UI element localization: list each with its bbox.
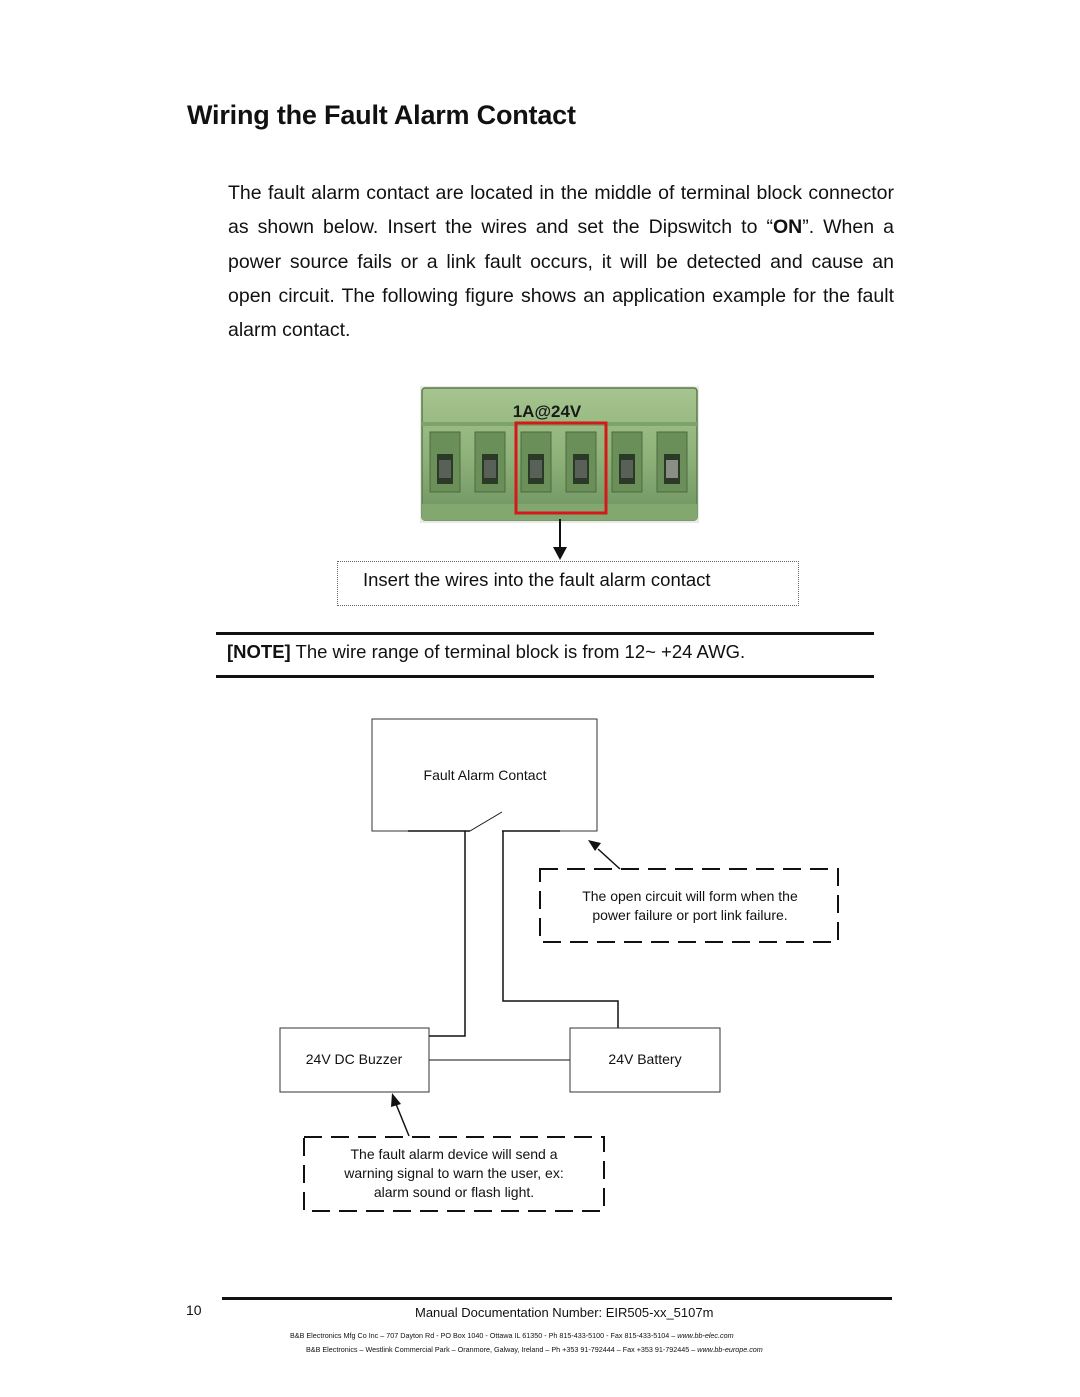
terminal-block-photo: 1A@24V [420, 386, 699, 523]
doc-number: Manual Documentation Number: EIR505-xx_5… [415, 1305, 714, 1320]
note-body: The wire range of terminal block is from… [290, 641, 746, 662]
wire-to-buzzer [429, 831, 466, 1037]
address-us-text: B&B Electronics Mfg Co Inc – 707 Dayton … [290, 1331, 678, 1340]
open-circuit-note: The open circuit will form when the powe… [539, 868, 839, 943]
note-label: [NOTE] [227, 641, 291, 662]
arrow-down-icon [553, 519, 567, 560]
footer-address-eu: B&B Electronics – Westlink Commercial Pa… [0, 1345, 1080, 1354]
terminal-rating-label: 1A@24V [513, 402, 582, 421]
arrow-open-circuit-icon [588, 840, 621, 870]
device-note: The fault alarm device will send a warni… [303, 1136, 605, 1212]
buzzer-box: 24V DC Buzzer [279, 1027, 430, 1093]
intro-text-2: ”. When a power source fails or a link f… [228, 216, 894, 342]
contact-switch-blade [469, 811, 503, 832]
battery-box: 24V Battery [569, 1027, 721, 1093]
terminal-callout: Insert the wires into the fault alarm co… [337, 561, 799, 606]
footer-rule [222, 1297, 892, 1300]
arrow-device-note-icon [391, 1093, 410, 1137]
intro-paragraph: The fault alarm contact are located in t… [228, 176, 894, 347]
wiring-diagram: Fault Alarm Contact 24V DC Buzzer 24V Ba… [279, 718, 839, 1212]
device-note-line-2: warning signal to warn the user, ex: [343, 1165, 563, 1181]
device-note-line-1: The fault alarm device will send a [351, 1146, 558, 1162]
fault-contact-label: Fault Alarm Contact [424, 767, 547, 783]
address-eu-web-link[interactable]: www.bb-europe.com [697, 1345, 763, 1354]
device-note-line-3: alarm sound or flash light. [374, 1184, 534, 1200]
footer-address-us: B&B Electronics Mfg Co Inc – 707 Dayton … [0, 1331, 1080, 1340]
page-number: 10 [186, 1302, 202, 1318]
intro-bold-on: ON [772, 216, 803, 239]
note-text: [NOTE] The wire range of terminal block … [227, 641, 745, 663]
note-box [216, 632, 874, 678]
page-title: Wiring the Fault Alarm Contact [187, 100, 576, 130]
open-circuit-line-1: The open circuit will form when the [582, 888, 798, 904]
fault-contact-highlight [514, 421, 608, 515]
terminal-slots [429, 431, 688, 493]
address-eu-text: B&B Electronics – Westlink Commercial Pa… [306, 1345, 698, 1354]
buzzer-label: 24V DC Buzzer [306, 1051, 403, 1067]
fault-contact-box: Fault Alarm Contact [371, 718, 598, 832]
intro-text-1: The fault alarm contact are located in t… [228, 182, 894, 239]
wire-to-battery [502, 831, 619, 1028]
address-us-web-link[interactable]: www.bb-elec.com [677, 1331, 734, 1340]
open-circuit-line-2: power failure or port link failure. [592, 907, 787, 923]
battery-label: 24V Battery [608, 1051, 681, 1067]
